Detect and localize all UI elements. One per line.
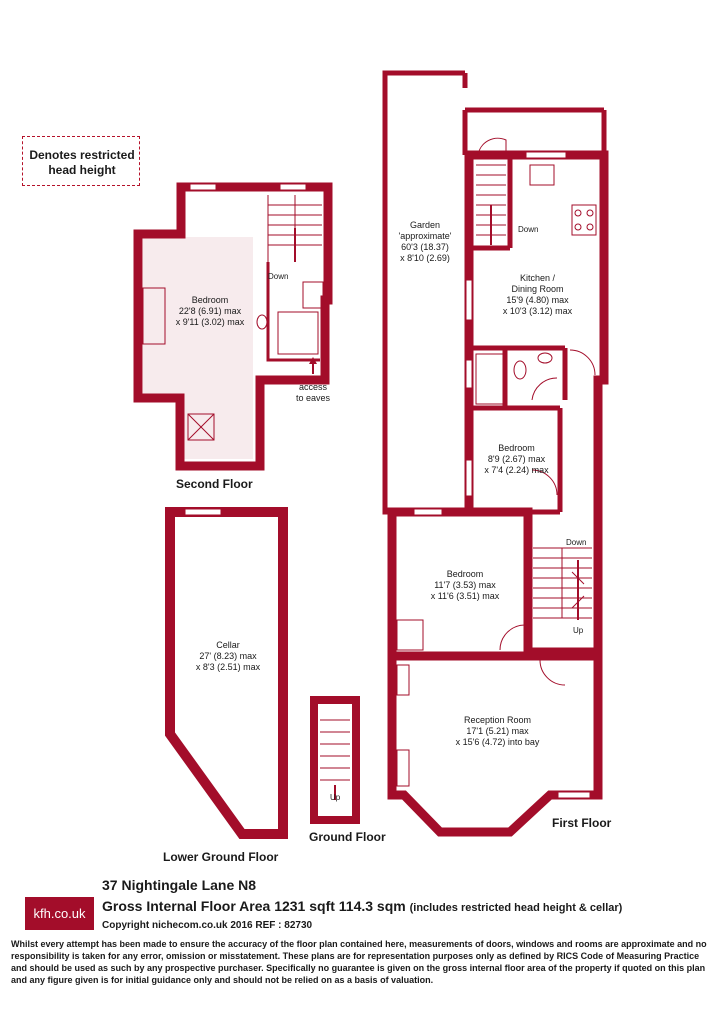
window xyxy=(189,183,217,191)
restricted-area xyxy=(183,399,253,459)
basin xyxy=(537,352,553,364)
room-name: Cellar xyxy=(216,640,240,650)
kitchen-stairs-down-label: Down xyxy=(518,225,539,234)
floor-area-text: Gross Internal Floor Area 1231 sqft 114.… xyxy=(102,898,406,914)
disclaimer: Whilst every attempt has been made to en… xyxy=(11,939,707,985)
room-dims: 17'1 (5.21) max xyxy=(466,726,529,736)
first-floor-plan xyxy=(382,70,609,657)
room-label-bedroom-second: Bedroom 22'8 (6.91) max x 9'11 (3.02) ma… xyxy=(160,295,260,328)
ground-stairs-up-label: Up xyxy=(330,793,341,802)
floor-title-first: First Floor xyxy=(552,816,612,830)
room-dims: x 7'4 (2.24) max xyxy=(484,465,549,475)
legend-text: Denotes restricted head height xyxy=(23,148,141,178)
window xyxy=(525,151,567,159)
second-floor-walls xyxy=(133,182,333,471)
reception-walls xyxy=(387,651,603,837)
room-label-reception: Reception Room 17'1 (5.21) max x 15'6 (4… xyxy=(430,715,565,748)
restricted-height-legend: Denotes restricted head height xyxy=(22,136,140,186)
room-dims: 22'8 (6.91) max xyxy=(178,306,242,316)
window xyxy=(557,791,591,799)
room-dims: 8'9 (2.67) max xyxy=(487,454,546,464)
room-name-2: Dining Room xyxy=(511,284,564,294)
basin xyxy=(256,314,268,330)
floor-area-note: (includes restricted head height & cella… xyxy=(409,902,623,914)
fireplace xyxy=(396,664,410,696)
property-address: 37 Nightingale Lane N8 xyxy=(102,877,257,893)
window xyxy=(465,459,473,497)
lower-ground-floor-plan xyxy=(165,507,288,839)
restricted-area xyxy=(143,237,253,399)
room-dims: x 8'3 (2.51) max xyxy=(195,662,261,672)
floor-title-lower-ground: Lower Ground Floor xyxy=(163,850,279,864)
window xyxy=(184,508,222,516)
floor-title-second: Second Floor xyxy=(176,477,253,491)
main-stairs-up-label: Up xyxy=(573,626,584,635)
hob xyxy=(571,204,597,236)
room-dims: x 11'6 (3.51) max xyxy=(430,591,500,601)
wardrobe xyxy=(396,619,424,651)
bath xyxy=(475,353,505,405)
cellar-walls xyxy=(165,507,288,839)
second-floor-bathroom xyxy=(266,262,320,362)
floor-title-ground: Ground Floor xyxy=(309,830,386,844)
second-floor-plan xyxy=(133,182,333,471)
access-eaves-label: access to eaves xyxy=(285,382,341,404)
first-floor-partitions xyxy=(469,155,568,515)
room-label-bedroom-small: Bedroom 8'9 (2.67) max x 7'4 (2.24) max xyxy=(474,443,559,476)
garden-boundary xyxy=(382,70,470,515)
room-label-garden: Garden 'approximate' 60'3 (18.37) x 8'10… xyxy=(385,220,465,264)
sink xyxy=(529,164,555,186)
ground-floor-stair xyxy=(310,696,360,824)
room-name: Bedroom xyxy=(498,443,535,453)
wardrobe xyxy=(142,287,166,345)
room-name: Kitchen / xyxy=(519,273,556,283)
kitchen-stairs xyxy=(476,164,506,245)
room-dims: 15'9 (4.80) max xyxy=(506,295,569,305)
stairs-down-label: Down xyxy=(268,272,289,281)
kfh-logo: kfh.co.uk xyxy=(25,897,94,930)
room-dims: x 10'3 (3.12) max xyxy=(502,306,573,316)
room-dims: x 8'10 (2.69) xyxy=(400,253,450,263)
second-floor-stairs xyxy=(267,195,322,262)
room-name: Bedroom xyxy=(446,569,484,579)
floor-area: Gross Internal Floor Area 1231 sqft 114.… xyxy=(102,898,622,914)
room-name: Reception Room xyxy=(463,715,532,725)
access-line-2: to eaves xyxy=(295,393,331,403)
legend-line-2: head height xyxy=(48,163,116,177)
room-dims: 11'7 (3.53) max xyxy=(434,580,496,590)
room-label-bedroom-large: Bedroom 11'7 (3.53) max x 11'6 (3.51) ma… xyxy=(410,569,520,602)
main-stairs xyxy=(533,547,592,620)
room-note: 'approximate' xyxy=(398,231,452,241)
ground-floor-plan xyxy=(387,507,603,837)
room-label-kitchen: Kitchen / Dining Room 15'9 (4.80) max x … xyxy=(480,273,595,317)
room-label-cellar: Cellar 27' (8.23) max x 8'3 (2.51) max xyxy=(180,640,276,673)
fireplace xyxy=(396,749,410,787)
copyright: Copyright nichecom.co.uk 2016 REF : 8273… xyxy=(102,920,313,931)
room-dims: 60'3 (18.37) xyxy=(401,242,449,252)
hatch xyxy=(187,413,215,441)
toilet xyxy=(513,360,527,380)
legend-line-1: Denotes restricted xyxy=(29,148,135,162)
room-dims: 27' (8.23) max xyxy=(199,651,257,661)
access-line-1: access xyxy=(298,382,327,392)
shower-tray xyxy=(302,281,324,309)
main-stairs-down-label: Down xyxy=(566,538,587,547)
bath xyxy=(277,311,319,355)
window xyxy=(279,183,307,191)
window xyxy=(465,279,473,321)
window xyxy=(413,508,443,516)
room-name: Garden xyxy=(409,220,441,230)
room-dims: x 15'6 (4.72) into bay xyxy=(455,737,540,747)
room-dims: x 9'11 (3.02) max xyxy=(175,317,245,327)
window xyxy=(465,359,473,389)
room-name: Bedroom xyxy=(191,295,229,305)
